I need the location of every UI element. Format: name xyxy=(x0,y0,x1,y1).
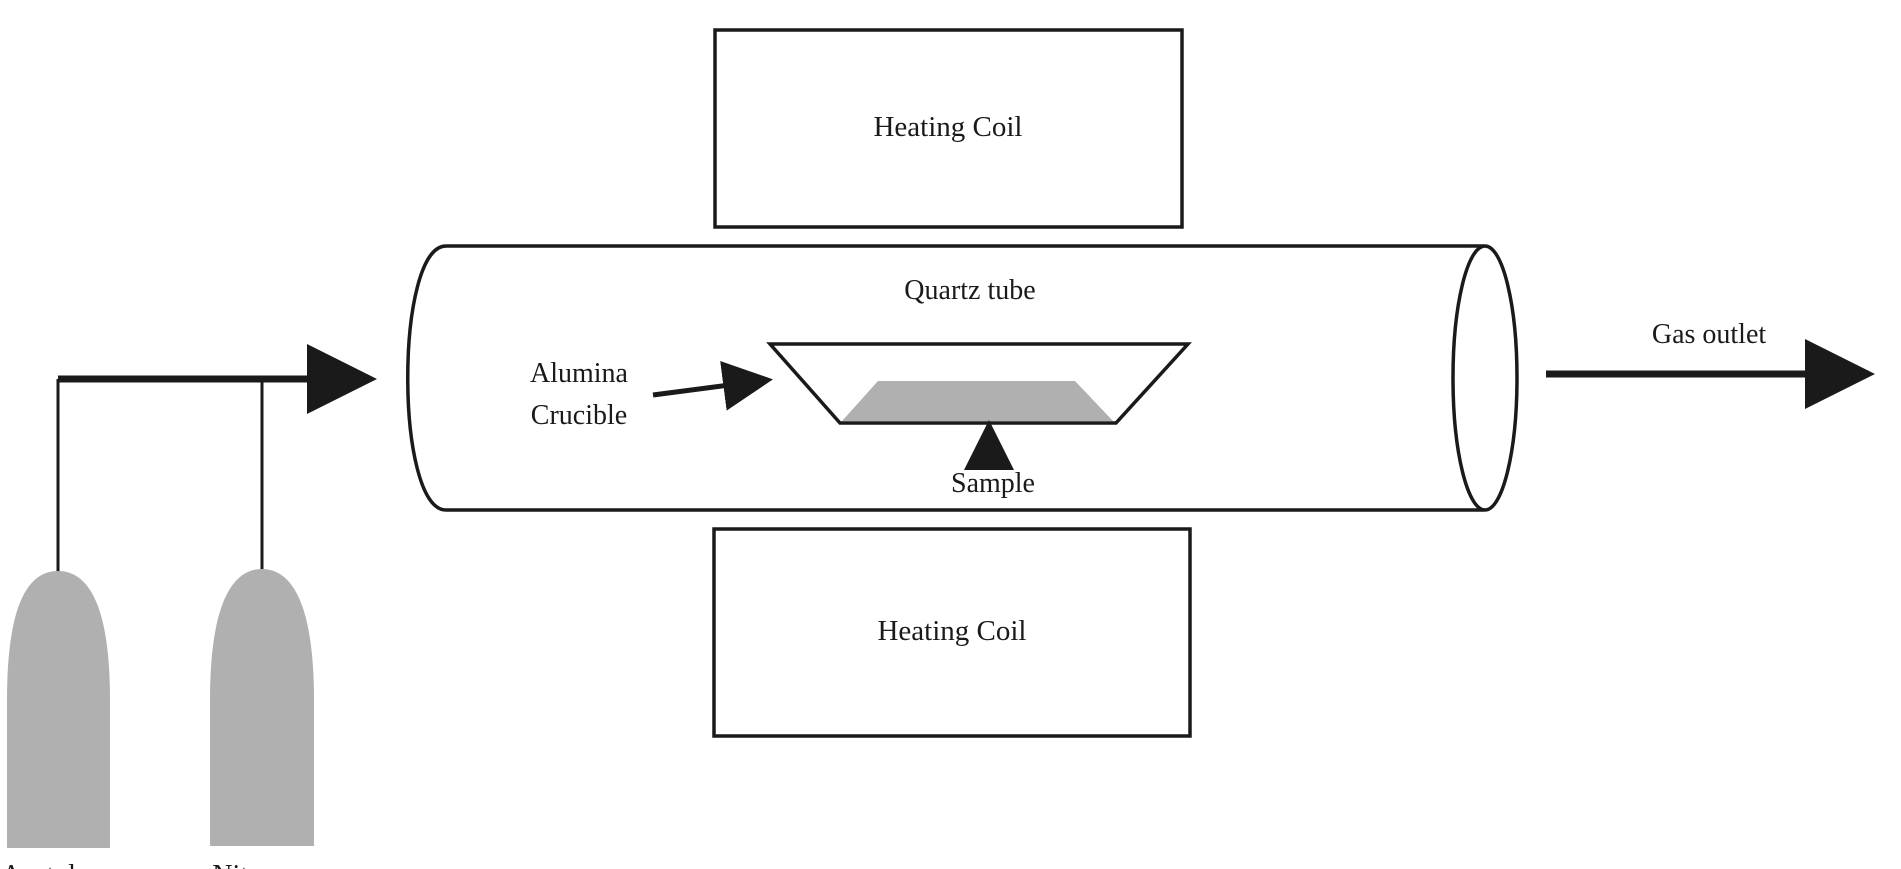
sample-material xyxy=(842,381,1113,421)
heating-coil-top-label: Heating Coil xyxy=(873,111,1022,143)
sample-label: Sample xyxy=(951,468,1035,499)
heating-coil-bottom: Heating Coil xyxy=(712,527,1192,738)
gas-cylinder-right: Nitrogen xyxy=(210,569,314,869)
alumina-label-line1: Alumina xyxy=(530,358,629,389)
alumina-label-line2: Crucible xyxy=(531,400,627,431)
gas-outlet-label: Gas outlet xyxy=(1652,319,1767,350)
gas-outlet: Gas outlet xyxy=(1546,319,1875,409)
quartz-tube-label: Quartz tube xyxy=(904,275,1035,306)
heating-coil-top: Heating Coil xyxy=(713,28,1184,229)
gas-cylinder-left: Acetylene xyxy=(1,571,115,869)
cylinder-right-label: Nitrogen xyxy=(212,860,312,869)
alumina-crucible xyxy=(766,342,1192,425)
cylinder-left-label: Acetylene xyxy=(1,860,115,869)
alumina-crucible-callout: Alumina Crucible xyxy=(530,358,773,431)
heating-coil-bottom-label: Heating Coil xyxy=(877,615,1026,647)
sample-callout: Sample xyxy=(951,420,1035,499)
quartz-tube: Quartz tube xyxy=(406,244,1519,512)
alumina-pointer-arrow xyxy=(652,361,773,411)
gas-inlet-piping xyxy=(56,344,377,571)
